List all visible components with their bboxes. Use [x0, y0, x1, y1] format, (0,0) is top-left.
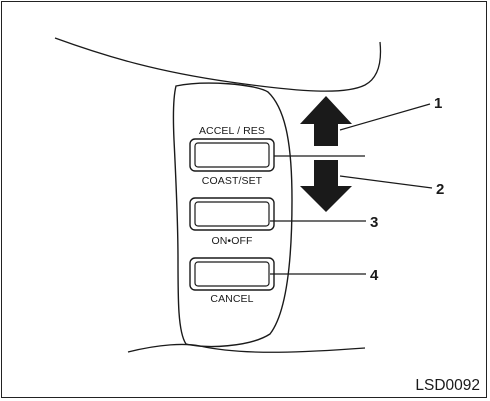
leader-line-1 — [339, 103, 431, 131]
accel-coast-button[interactable] — [189, 138, 275, 172]
accel-coast-button-inner — [194, 142, 270, 168]
steering-wheel-rim-upper — [54, 37, 382, 92]
coast-set-label: COAST/SET — [202, 175, 263, 187]
on-off-button[interactable] — [189, 197, 275, 231]
figure-code: LSD0092 — [415, 377, 480, 394]
on-off-label: ON•OFF — [211, 235, 252, 247]
callout-2: 2 — [436, 181, 444, 198]
steering-wheel-rim-lower — [127, 343, 366, 353]
cancel-label: CANCEL — [210, 293, 253, 305]
callout-4: 4 — [370, 267, 379, 284]
accel-res-label: ACCEL / RES — [199, 125, 265, 137]
up-arrow-icon — [300, 96, 352, 146]
cancel-button[interactable] — [189, 257, 275, 291]
on-off-button-inner — [194, 201, 270, 227]
callout-1: 1 — [434, 95, 442, 112]
leader-line-2 — [339, 175, 433, 189]
switch-housing — [172, 82, 293, 348]
down-arrow-icon — [300, 160, 352, 212]
cancel-button-inner — [194, 261, 270, 287]
callout-3: 3 — [370, 214, 378, 231]
